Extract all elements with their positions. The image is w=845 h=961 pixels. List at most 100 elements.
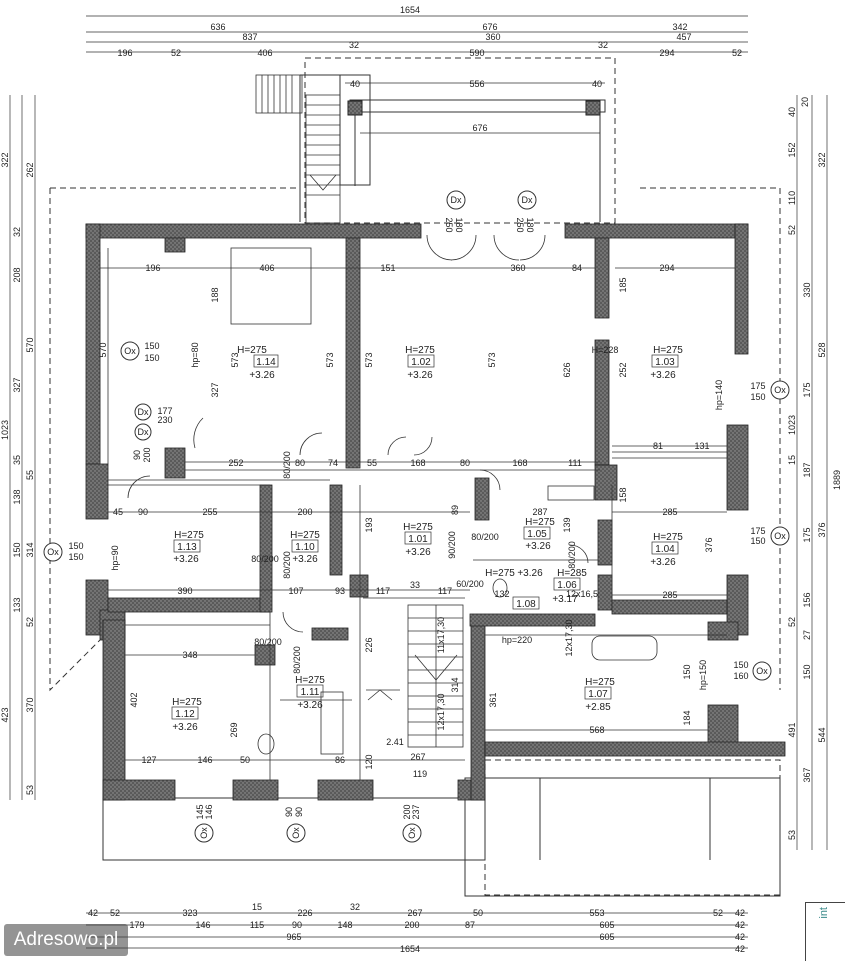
dim-text: 636 (210, 22, 225, 32)
room-level: +3.26 (517, 568, 543, 579)
dim-text: 360 (485, 32, 500, 42)
dim-text: 52 (713, 908, 723, 918)
dim-text: 252 (618, 362, 628, 377)
dim-text: 133 (12, 597, 22, 612)
room-level: +3.26 (172, 722, 198, 733)
dim-text: 294 (659, 263, 674, 273)
dim-text: 1023 (787, 415, 797, 435)
window-code: Dx (522, 195, 533, 205)
dim-text: 32 (598, 40, 608, 50)
dim-text: 42 (735, 908, 745, 918)
dim-text: 146 (197, 755, 212, 765)
dim-text: 573 (364, 352, 374, 367)
dim-text: 626 (562, 362, 572, 377)
room-number: 1.11 (301, 687, 320, 698)
dim-text: 269 (229, 722, 239, 737)
room-1-02: H=275 1.02 +3.26 (405, 345, 435, 381)
dim-text: 196 (117, 48, 132, 58)
dim-text: 52 (787, 225, 797, 235)
window-dim: 150 (750, 536, 765, 546)
window-dim: 250 (444, 217, 454, 232)
dim-text: 323 (182, 908, 197, 918)
window-dim: 250 (515, 217, 525, 232)
dim-text: 327 (12, 377, 22, 392)
dim-text: 285 (662, 507, 677, 517)
title-block-corner: int (805, 902, 845, 961)
room-number: 1.05 (527, 529, 547, 540)
dim-text: 568 (589, 725, 604, 735)
dim-text: 74 (328, 458, 338, 468)
window-marker: Ox 150 150 (43, 541, 84, 562)
room-1-06: H=285 1.06 +3.17 (552, 568, 587, 605)
dim-text: hp=90 (110, 545, 120, 570)
room-1-14: H=275 1.14 +3.26 (237, 345, 279, 381)
dim-text: 327 (210, 382, 220, 397)
dim-text: 267 (407, 908, 422, 918)
dim-text: 226 (297, 908, 312, 918)
room-number: 1.03 (655, 357, 675, 368)
dim-text: 90 (138, 507, 148, 517)
dimension-lines (9, 15, 828, 949)
door-label: 80/200 (282, 451, 292, 479)
window-dim: 150 (733, 660, 748, 670)
dim-text: 50 (240, 755, 250, 765)
window-marker: Ox 175 150 (750, 526, 790, 546)
room-level: +3.26 (405, 547, 431, 558)
window-marker: Ox 175 150 (750, 380, 790, 402)
room-height: H=275 (485, 568, 515, 579)
dim-text: 55 (367, 458, 377, 468)
room-level: +3.26 (407, 370, 433, 381)
dim-text: 111 (568, 458, 582, 468)
window-code: Ox (774, 385, 786, 395)
window-dim: 180 (525, 217, 535, 232)
room-number: 1.13 (177, 542, 197, 553)
dim-text: 322 (817, 152, 827, 167)
window-dim: 230 (157, 415, 172, 425)
dim-text: 402 (129, 692, 139, 707)
dim-text: 12x17,30 (564, 619, 574, 656)
room-1-01: H=275 1.01 +3.26 (403, 522, 433, 558)
dim-text: 573 (230, 352, 240, 367)
dim-text: 314 (450, 677, 460, 692)
room-level: +3.26 (650, 370, 676, 381)
window-code: Ox (199, 827, 209, 839)
window-dim: 90 (284, 807, 294, 817)
room-height: H=275 (585, 677, 615, 688)
dim-text: 152 (787, 142, 797, 157)
room-level: +3.26 (249, 370, 275, 381)
dim-text: 53 (25, 785, 35, 795)
dim-text: 156 (802, 592, 812, 607)
door-label: 80/200 (254, 637, 282, 647)
external-staircase (255, 74, 341, 224)
dim-text: 676 (482, 22, 497, 32)
room-number: 1.02 (411, 357, 431, 368)
watermark-logo: Adresowo.pl (4, 924, 128, 956)
dim-text: 11x17,30 (436, 617, 446, 653)
window-marker: Ox 150 160 (733, 660, 772, 681)
dim-text: 193 (364, 517, 374, 532)
dim-text: 32 (350, 902, 360, 912)
room-labels: H=275 1.14 +3.26 H=275 1.02 +3.26 H=275 … (171, 345, 683, 733)
dim-text: 570 (25, 337, 35, 352)
window-marker: Ox 200 237 (402, 804, 422, 843)
dim-text: 93 (335, 586, 345, 596)
dim-text: 150 (12, 542, 22, 557)
window-code: Ox (756, 666, 768, 676)
dim-text: 119 (413, 769, 427, 779)
dim-text: 590 (469, 48, 484, 58)
dim-text: 52 (25, 617, 35, 627)
window-dim: 175 (750, 381, 765, 391)
dim-text: 27 (802, 630, 812, 640)
dim-text: 423 (0, 707, 10, 722)
room-number: 1.10 (295, 542, 315, 553)
dim-text: 32 (349, 40, 359, 50)
dim-text: 1023 (0, 420, 10, 440)
dim-text: 376 (817, 522, 827, 537)
dim-text: 175 (802, 527, 812, 542)
window-dim: 150 (144, 353, 159, 363)
room-level: +3.26 (297, 700, 323, 711)
dim-text: 40 (787, 107, 797, 117)
window-dim: 200 (402, 804, 412, 819)
dim-text: 262 (25, 162, 35, 177)
right-dimensions: 20 40 322 152 110 52 330 528 175 1023 15… (787, 97, 842, 840)
